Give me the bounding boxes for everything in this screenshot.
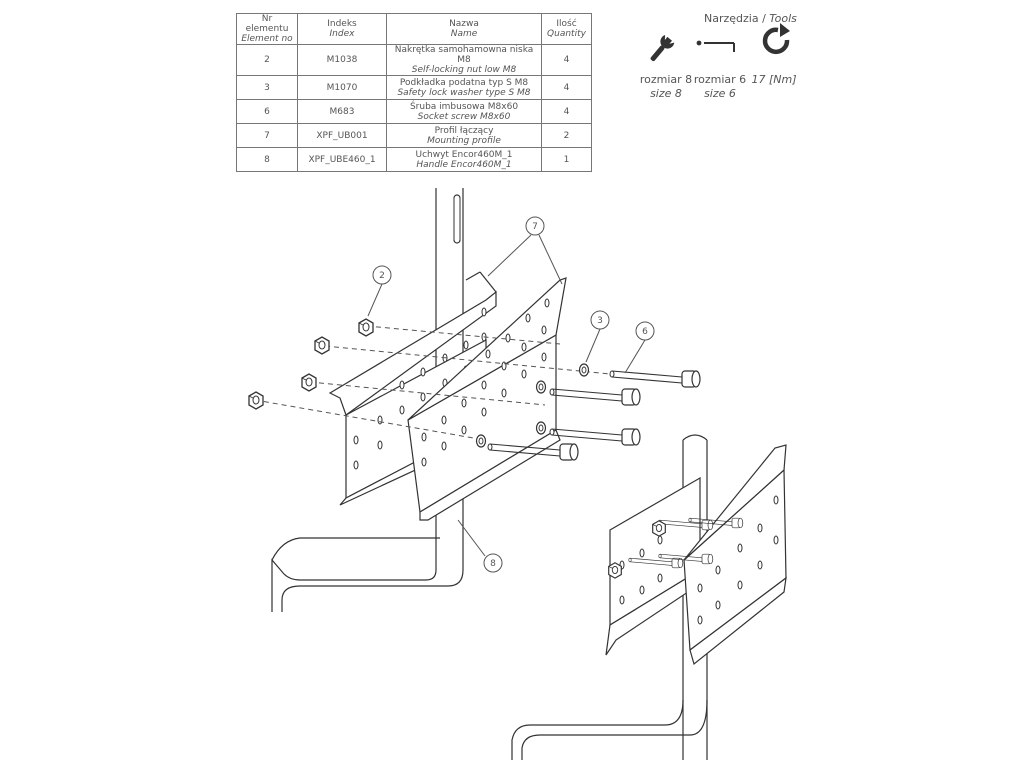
quantity-cell: 1 — [541, 147, 592, 172]
element-no-cell: 3 — [236, 75, 298, 100]
callout-2: 2 — [367, 265, 392, 317]
element-no-cell: 8 — [236, 147, 298, 172]
svg-text:3: 3 — [597, 316, 603, 326]
element-no-cell: 7 — [236, 123, 298, 148]
svg-text:2: 2 — [379, 271, 385, 281]
svg-text:7: 7 — [532, 222, 538, 232]
quantity-cell: 4 — [541, 75, 592, 100]
svg-text:6: 6 — [642, 327, 648, 337]
callout-8: 8 — [457, 519, 503, 573]
torque-icon — [762, 23, 790, 55]
mounting-profile-7-front — [407, 277, 567, 521]
index-cell: XPF_UBE460_1 — [297, 147, 387, 172]
callout-6: 6 — [624, 321, 655, 374]
index-cell: M1038 — [297, 44, 387, 76]
assembly-axis-lines — [254, 325, 611, 441]
element-no-cell: 2 — [236, 44, 298, 76]
quantity-cell: 4 — [541, 44, 592, 76]
tools-title: Narzędzia / Tools — [704, 12, 797, 25]
callout-3: 3 — [585, 310, 610, 363]
tool-label-torque: 17 [Nm] — [751, 73, 797, 86]
callout-7: 7 — [487, 216, 563, 285]
assembled-view — [511, 434, 787, 760]
wrench-icon — [650, 34, 675, 62]
svg-text:8: 8 — [490, 559, 496, 569]
hex-key-icon — [696, 40, 735, 52]
